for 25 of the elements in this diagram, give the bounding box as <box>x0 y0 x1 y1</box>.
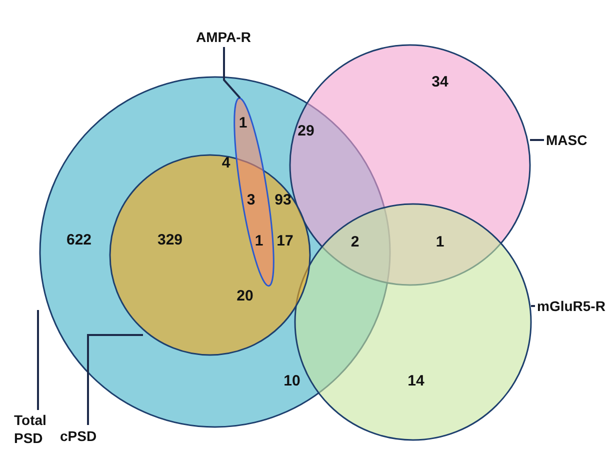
region-count: 4 <box>222 154 230 172</box>
leader-line <box>87 334 143 425</box>
leader-line <box>223 47 241 99</box>
region-count: 10 <box>284 372 300 390</box>
region-count: 3 <box>246 192 256 208</box>
set-label: MASC <box>546 131 588 149</box>
set-label: cPSD <box>60 427 97 445</box>
region-count: 329 <box>157 232 183 248</box>
region-count: 14 <box>408 372 424 390</box>
set-label: mGluR5-R <box>537 297 606 315</box>
region-count: 93 <box>274 192 292 208</box>
region-count: 622 <box>66 232 92 248</box>
region-count: 1 <box>436 234 444 250</box>
region-count: 1 <box>238 114 248 132</box>
set-label: Total PSD <box>14 411 58 447</box>
region-count: 34 <box>432 74 448 90</box>
region-count: 20 <box>236 288 254 304</box>
set-label: AMPA-R <box>196 28 251 46</box>
leader-line <box>531 305 535 307</box>
leader-line <box>37 310 39 410</box>
region-count: 29 <box>298 122 314 140</box>
leader-line <box>530 139 544 141</box>
region-count: 1 <box>254 232 264 250</box>
region-count: 17 <box>276 232 294 250</box>
region-count: 2 <box>350 234 360 250</box>
